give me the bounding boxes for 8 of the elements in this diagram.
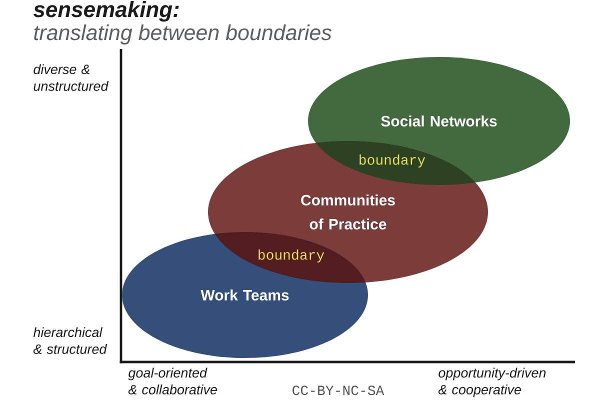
- title: sensemaking:: [33, 1, 179, 22]
- axis-label: diverse & unstructured: [34, 64, 109, 91]
- axis-label: opportunity-driven & cooperative: [438, 368, 546, 398]
- license-text: CC-BY-NC-SA: [292, 386, 384, 396]
- overlap-label: boundary: [258, 249, 324, 263]
- axis-label: hierarchical & structured: [33, 327, 108, 354]
- overlap-label: boundary: [360, 154, 426, 168]
- subtitle: translating between boundaries: [34, 24, 332, 44]
